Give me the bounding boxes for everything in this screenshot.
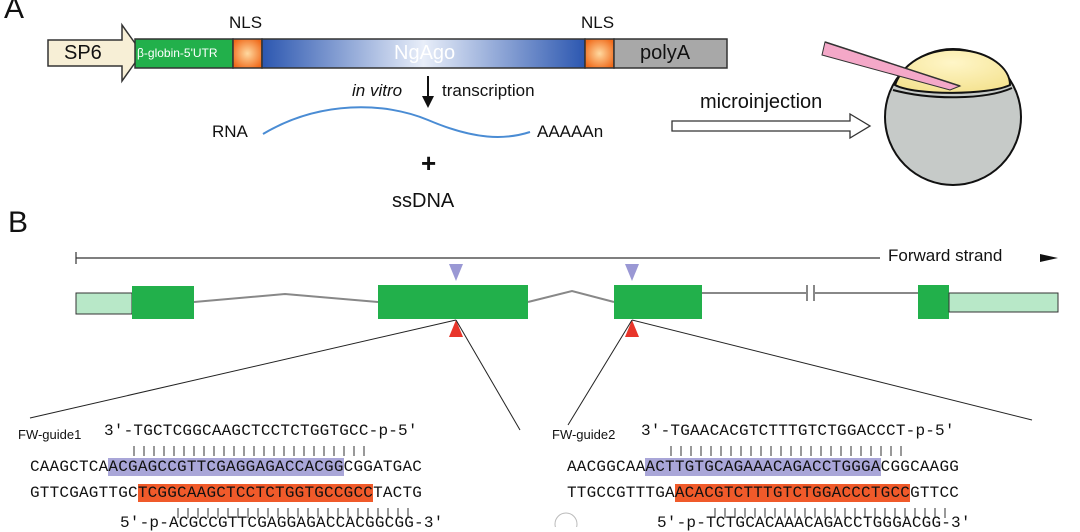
- ssdna-label: ssDNA: [392, 190, 455, 212]
- utr-label: β-globin-5'UTR: [137, 46, 218, 60]
- transcription-arrow: [422, 76, 434, 108]
- polya-block: [613, 38, 728, 69]
- guide1-top-target: ACGAGCCGTTCGAGGAGACCACGG: [108, 458, 344, 476]
- forward-strand-label: Forward strand: [888, 246, 1003, 265]
- guide2-bottom-post: GTTCC: [910, 484, 960, 502]
- nls-left-label: NLS: [229, 13, 263, 32]
- exon-3: [614, 285, 702, 319]
- sp6-label: SP6: [64, 42, 102, 64]
- guide1-sequence: 3'-TGCTCGGCAAGCTCCTCTGGTGCC-p-5': [104, 422, 418, 440]
- sp6-promoter-arrow: [47, 22, 143, 84]
- utr-block: [134, 38, 234, 69]
- rna-wave: [262, 106, 531, 138]
- guide1-name: FW-guide1: [18, 427, 82, 442]
- embryo-illustration: [821, 41, 1022, 186]
- gene-model: [29, 252, 1059, 431]
- nls-right-label: NLS: [581, 13, 615, 32]
- polya-label: polyA: [640, 42, 691, 64]
- guide1-bottom-pre: GTTCGAGTTGC: [30, 484, 138, 502]
- microinjection-label: microinjection: [700, 91, 823, 113]
- guide1-top-marker-icon: [449, 264, 463, 281]
- guide1-pairing-ticks: [133, 446, 409, 518]
- transcription-label: transcription: [442, 81, 535, 100]
- nls-left-block: [232, 38, 263, 69]
- guide1-bottom-post: TACTG: [373, 484, 423, 502]
- microinjection-arrow: [671, 112, 872, 140]
- guide2-partial-sequence: 5'-p-TCTGCACAAACAGACCTGGGACGG-3': [657, 514, 971, 532]
- guide2-pairing-ticks: [670, 446, 946, 518]
- guide1-bottom-target: TCGGCAAGCTCCTCTGGTGCCGCC: [137, 484, 374, 502]
- guide2-top-strand: AACGGCAAACTTGTGCAGAAACAGACCTGGGACGGCAAGG: [567, 458, 959, 476]
- guide1-bottom-strand: GTTCGAGTTGCTCGGCAAGCTCCTCTGGTGCCGCCTACTG: [30, 484, 422, 502]
- exon-2: [378, 285, 528, 319]
- guide1-top-strand: CAAGCTCAACGAGCCGTTCGAGGAGACCACGGCGGATGAC: [30, 458, 422, 476]
- panel-b-letter: B: [8, 206, 29, 239]
- rna-label: RNA: [212, 122, 248, 141]
- guide2-bottom-pre: TTGCCGTTTGA: [567, 484, 675, 502]
- guide2-top-target: ACTTGTGCAGAAACAGACCTGGGA: [645, 458, 881, 476]
- guide1-partial-sequence: 5'-p-ACGCCGTTCGAGGAGACCACGGCGG-3': [120, 514, 444, 532]
- panel-a-letter: A: [4, 0, 25, 25]
- forward-strand-arrow-icon: [1040, 254, 1058, 262]
- guide2-top-post: CGGCAAGG: [880, 458, 960, 476]
- plus-sign: +: [421, 148, 437, 178]
- guide1-top-pre: CAAGCTCA: [30, 458, 109, 476]
- guide2-top-pre: AACGGCAA: [567, 458, 646, 476]
- construct-diagram: [47, 22, 728, 84]
- guide2-bottom-marker-icon: [625, 320, 639, 337]
- guide2-bottom-target: ACACGTCTTTGTCTGGACCCTGCC: [674, 484, 911, 502]
- ngago-label: NgAgo: [394, 42, 456, 64]
- guide2-top-marker-icon: [625, 264, 639, 281]
- transcription-italic-label: in vitro: [352, 81, 403, 100]
- guide2-sequence: 3'-TGAACACGTCTTTGTCTGGACCCT-p-5': [641, 422, 955, 440]
- guide2-bottom-strand: TTGCCGTTTGAACACGTCTTTGTCTGGACCCTGCCGTTCC: [567, 484, 959, 502]
- guide2-name: FW-guide2: [552, 427, 616, 442]
- nls-right-block: [584, 38, 615, 69]
- guide1-top-post: CGGATGAC: [343, 458, 423, 476]
- guide1-bottom-marker-icon: [449, 320, 463, 337]
- watermark-circle-icon: [554, 512, 578, 527]
- polya-tail-label: AAAAAn: [537, 122, 604, 141]
